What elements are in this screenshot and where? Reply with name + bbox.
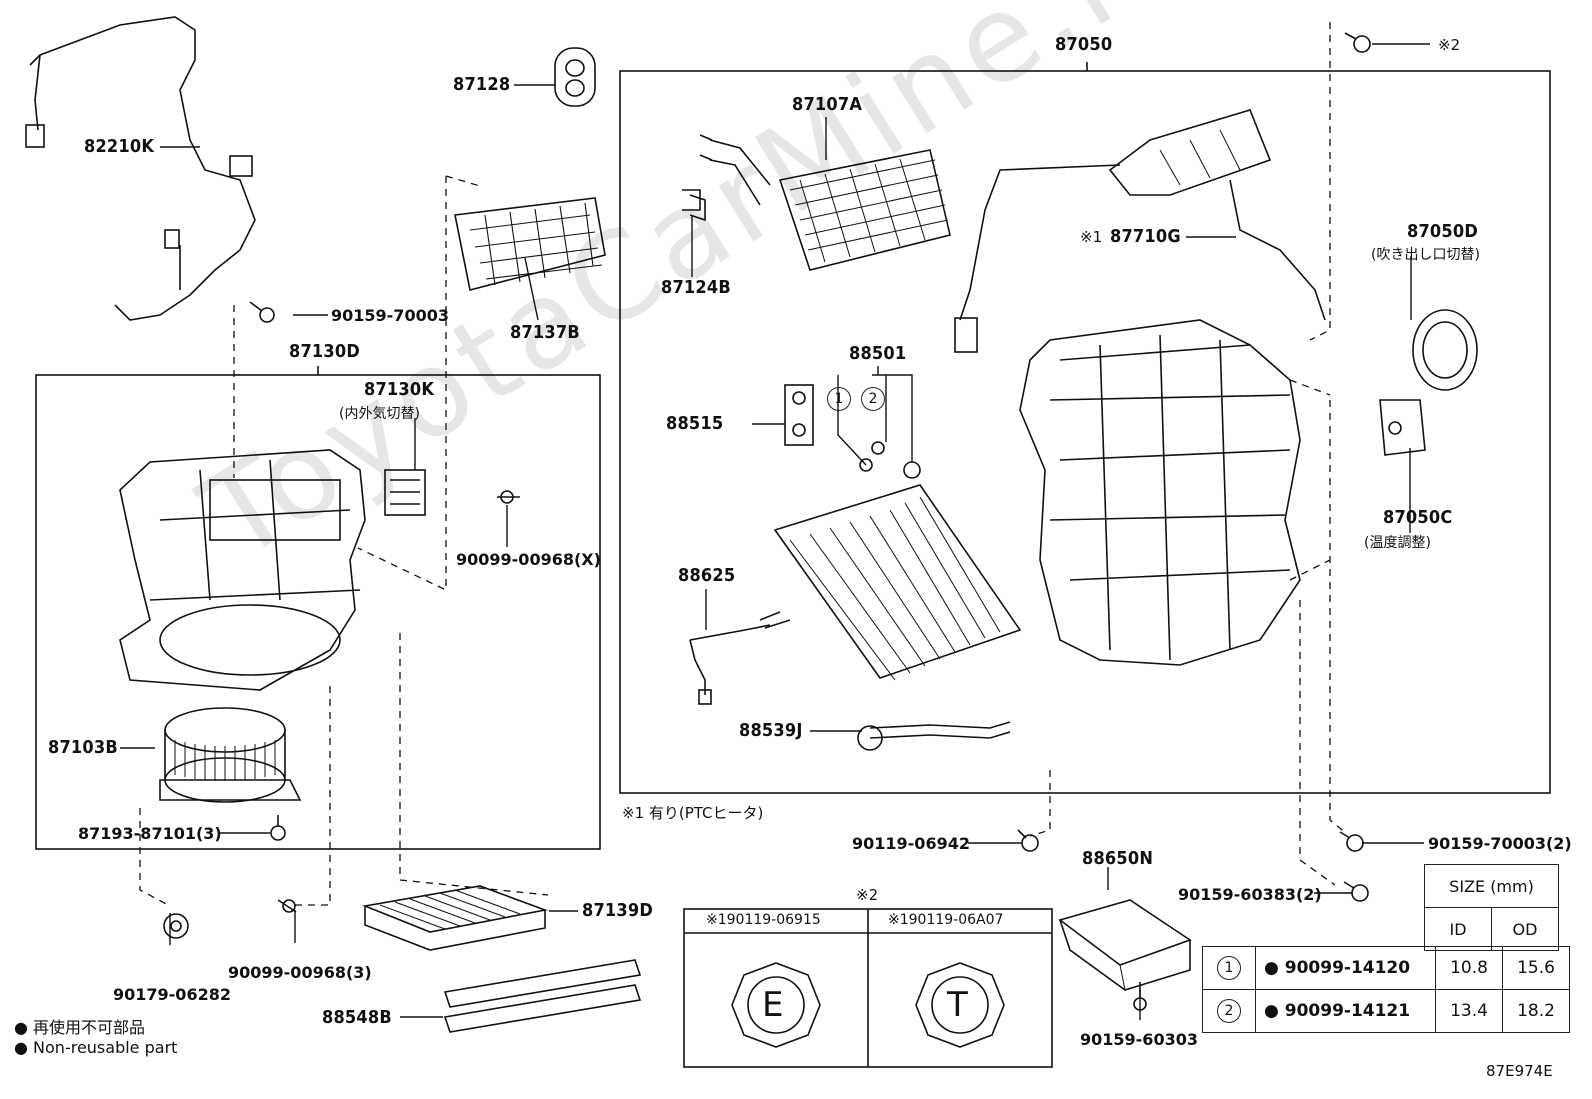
- part-87130K-desc: (内外気切替): [339, 406, 420, 422]
- frame-87050: [619, 70, 1551, 794]
- row-num-2: 2: [1217, 999, 1241, 1023]
- part-87124B[interactable]: 87124B: [661, 277, 731, 298]
- row-part-2[interactable]: ● 90099-14121: [1255, 989, 1436, 1033]
- size-header: SIZE (mm): [1424, 864, 1559, 908]
- part-87050C[interactable]: 87050C: [1383, 507, 1453, 528]
- part-90159-70003-2[interactable]: 90159-70003(2): [1428, 834, 1572, 853]
- part-87137B[interactable]: 87137B: [510, 322, 580, 343]
- o-ring-size-table: 1 ● 90099-14120 10.8 15.6 2 ● 90099-1412…: [1202, 946, 1570, 1033]
- size-col-od: OD: [1491, 907, 1559, 951]
- table-row: 2 ● 90099-14121 13.4 18.2: [1202, 989, 1570, 1033]
- row-id-2: 13.4: [1435, 989, 1503, 1033]
- bolt-letter-e: E: [762, 985, 784, 1025]
- table-row: 1 ● 90099-14120 10.8 15.6: [1202, 946, 1570, 990]
- part-87128[interactable]: 87128: [453, 74, 511, 95]
- part-87130D[interactable]: 87130D: [289, 341, 360, 362]
- row-od-2: 18.2: [1502, 989, 1570, 1033]
- part-87050D-desc: (吹き出し口切替): [1371, 247, 1480, 263]
- part-90159-60303[interactable]: 90159-60303: [1080, 1030, 1198, 1049]
- part-87050[interactable]: 87050: [1055, 34, 1113, 55]
- part-88501[interactable]: 88501: [849, 343, 907, 364]
- part-87710G-mark: ※1: [1080, 228, 1103, 246]
- size-col-id: ID: [1424, 907, 1492, 951]
- o-ring-callout-2: 2: [861, 387, 885, 411]
- part-88515[interactable]: 88515: [666, 413, 724, 434]
- bolt-letter-t: T: [947, 985, 968, 1025]
- part-90179-06282[interactable]: 90179-06282: [113, 985, 231, 1004]
- part-87107A[interactable]: 87107A: [792, 94, 863, 115]
- part-87139D[interactable]: 87139D: [582, 900, 653, 921]
- part-90159-70003[interactable]: 90159-70003: [331, 306, 449, 325]
- part-87710G[interactable]: 87710G: [1110, 226, 1181, 247]
- frame-87130D: [35, 374, 601, 850]
- part-82210K[interactable]: 82210K: [84, 136, 155, 157]
- ptc-note: ※1 有り(PTCヒータ): [622, 804, 764, 822]
- part-90119-06942[interactable]: 90119-06942: [852, 834, 970, 853]
- part-87130K[interactable]: 87130K: [364, 379, 435, 400]
- o-ring-callout-1: 1: [827, 387, 851, 411]
- size-table-header: SIZE (mm) ID OD: [1424, 864, 1559, 951]
- non-reusable-note-en: ● Non-reusable part: [14, 1038, 178, 1057]
- part-88548B[interactable]: 88548B: [322, 1007, 392, 1028]
- non-reusable-note-jp: ● 再使用不可部品: [14, 1018, 146, 1037]
- part-88650N[interactable]: 88650N: [1082, 848, 1154, 869]
- bolt-table-mark: ※2: [856, 886, 879, 904]
- bolt-table-col1[interactable]: ※190119-06915: [706, 912, 821, 928]
- diagram-code: 87E974E: [1486, 1062, 1553, 1080]
- row-id-1: 10.8: [1435, 946, 1503, 990]
- part-87050D[interactable]: 87050D: [1407, 221, 1478, 242]
- part-90159-60383-2[interactable]: 90159-60383(2): [1178, 885, 1322, 904]
- part-90099-00968-3[interactable]: 90099-00968(3): [228, 963, 372, 982]
- row-part-1[interactable]: ● 90099-14120: [1255, 946, 1436, 990]
- part-87193-87101[interactable]: 87193-87101(3): [78, 824, 222, 843]
- part-88625[interactable]: 88625: [678, 565, 736, 586]
- row-num-1: 1: [1217, 956, 1241, 980]
- bolt-table-col2[interactable]: ※190119-06A07: [888, 912, 1004, 928]
- part-88539J[interactable]: 88539J: [739, 720, 803, 741]
- part-90099-00968X[interactable]: 90099-00968(X): [456, 550, 601, 569]
- part-87103B[interactable]: 87103B: [48, 737, 118, 758]
- mark-2-top: ※2: [1438, 36, 1461, 54]
- row-od-1: 15.6: [1502, 946, 1570, 990]
- part-87050C-desc: (温度調整): [1364, 535, 1431, 551]
